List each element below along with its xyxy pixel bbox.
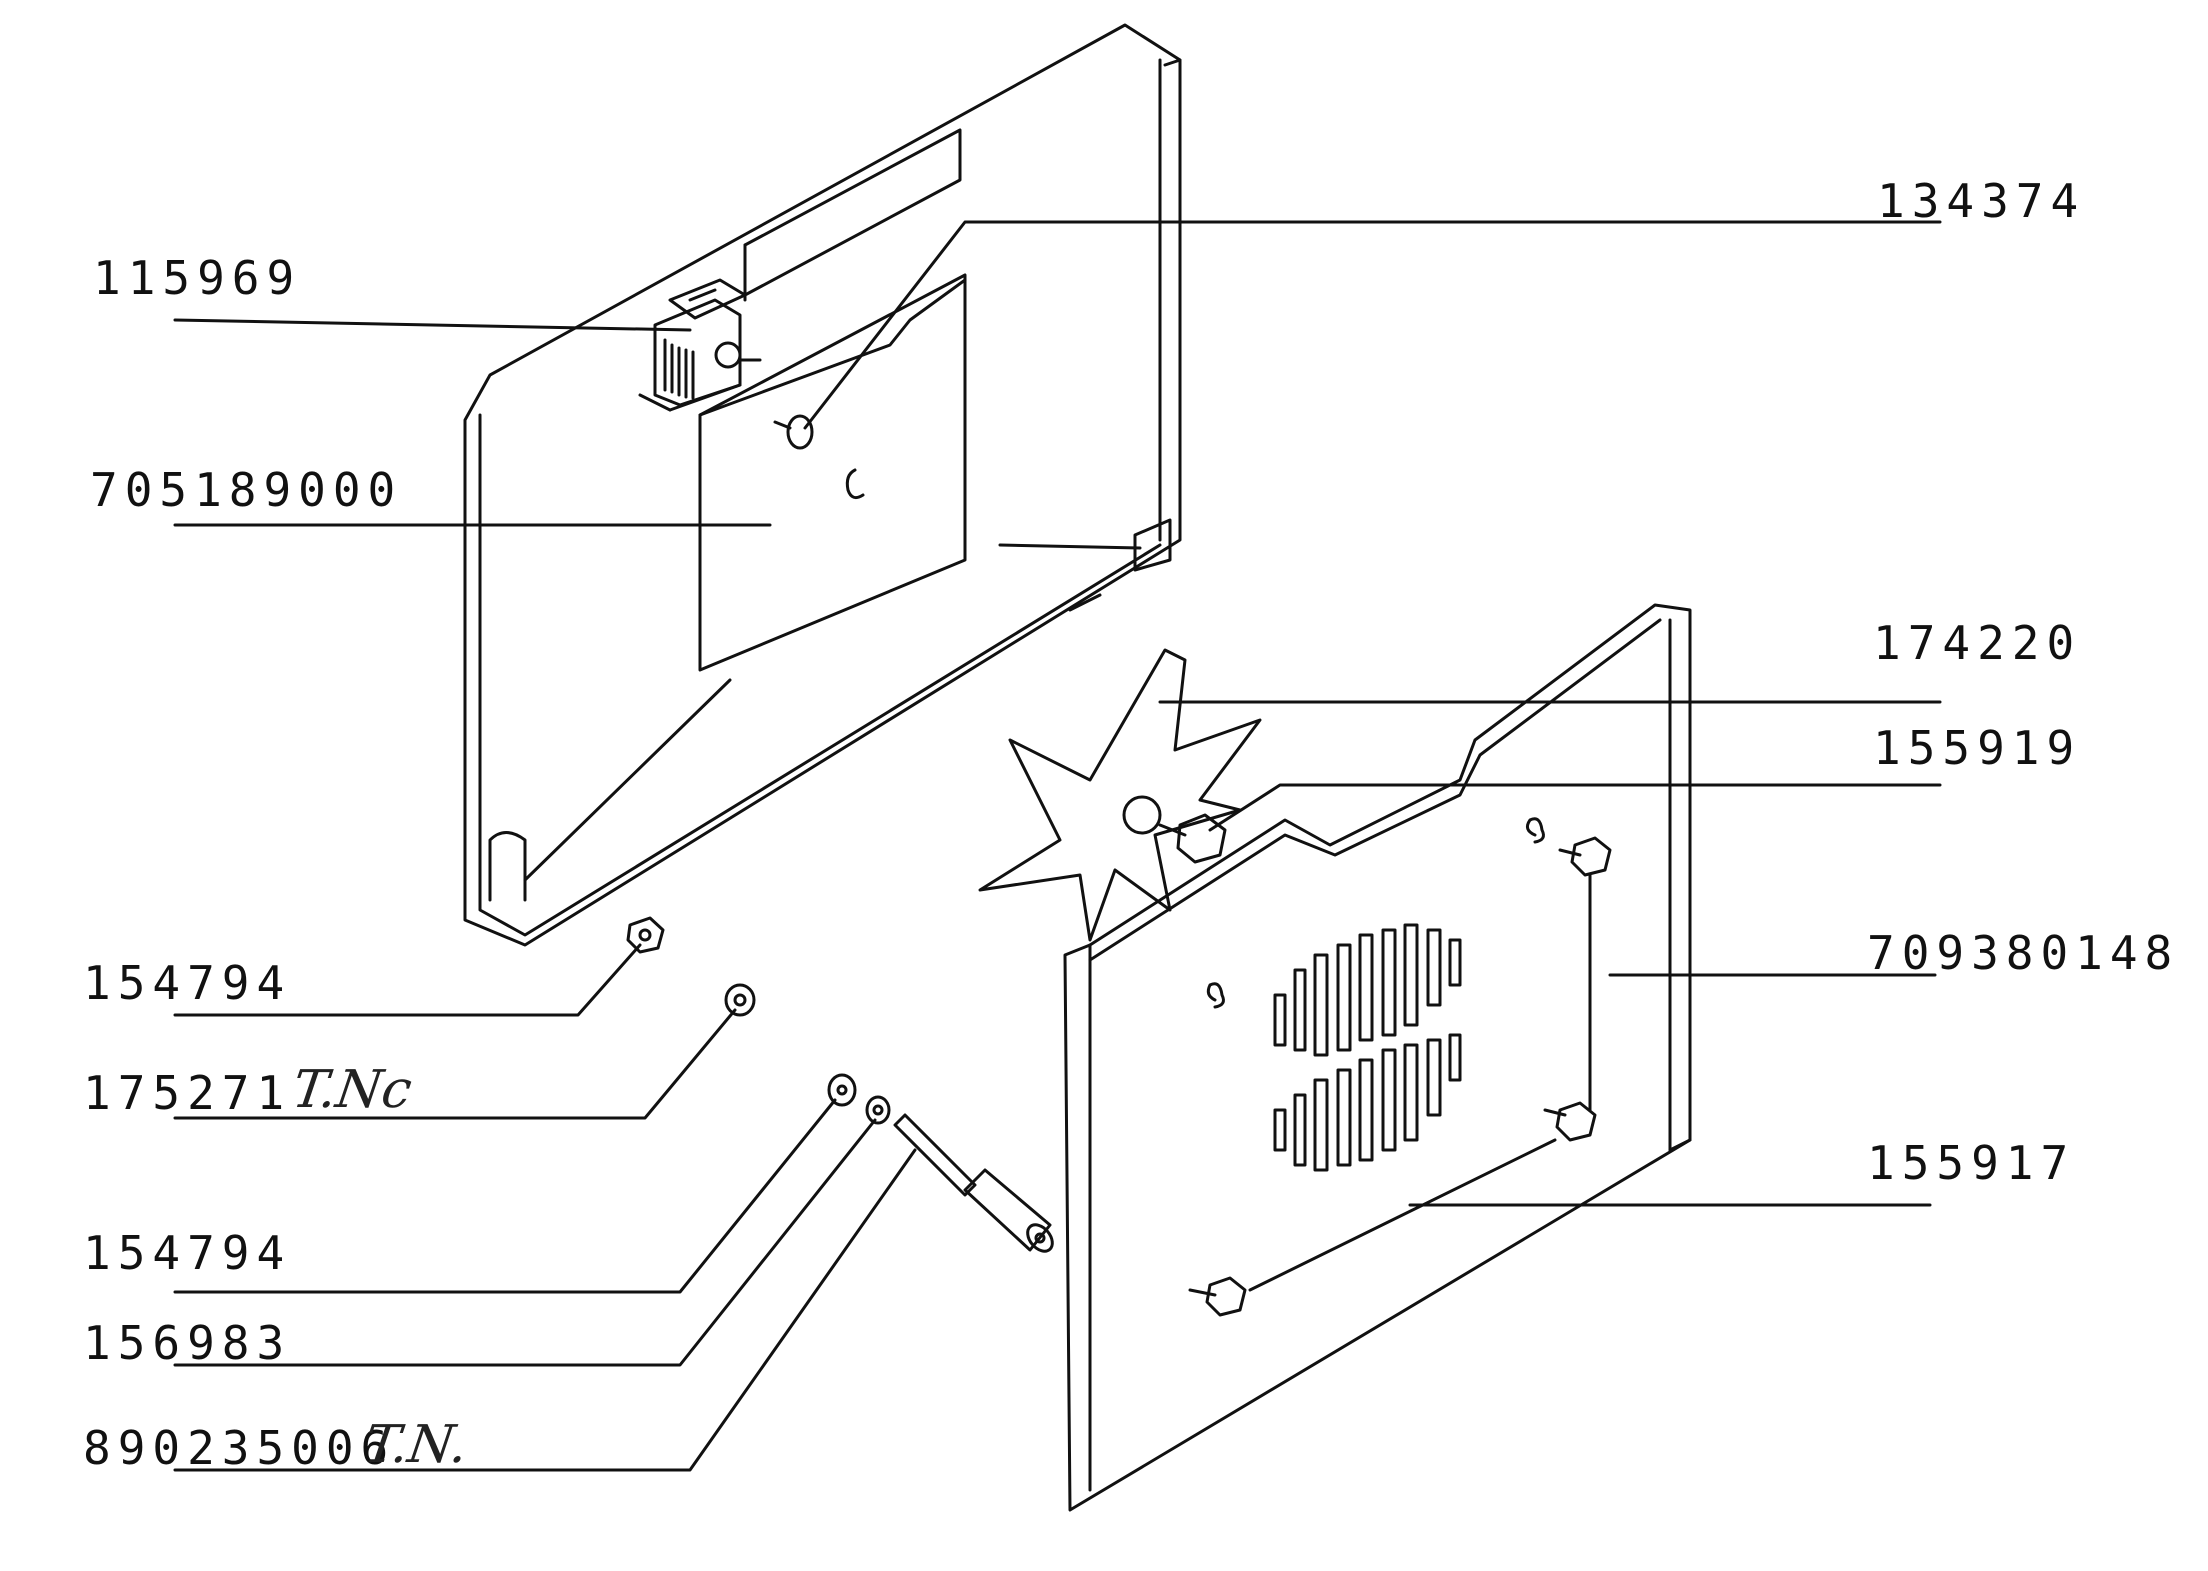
- label-134374: 134374: [1877, 174, 2086, 228]
- fan-motor-drawing: [638, 278, 762, 412]
- label-155917: 155917: [1867, 1136, 2076, 1190]
- vent-slots: [1273, 923, 1462, 1172]
- label-175271: 175271: [83, 1066, 292, 1120]
- handwritten-note-890235006: T.N.: [360, 1415, 472, 1475]
- label-155919: 155919: [1873, 721, 2082, 775]
- label-154794-upper: 154794: [83, 956, 292, 1010]
- label-156983: 156983: [83, 1316, 292, 1370]
- handwritten-note-175271: T.Nc: [288, 1060, 416, 1120]
- fan-cover-drawing: [1063, 603, 1692, 1512]
- small-parts-drawing: [626, 916, 1054, 1253]
- label-890235006: 890235006: [83, 1421, 396, 1475]
- label-709380148: 709380148: [1867, 926, 2180, 980]
- label-174220: 174220: [1873, 616, 2082, 670]
- label-705189000: 705189000: [90, 463, 403, 517]
- label-154794-lower: 154794: [83, 1226, 292, 1280]
- fan-blade-drawing: [978, 648, 1262, 942]
- label-115969: 115969: [93, 251, 302, 305]
- leader-lines: [173, 220, 1942, 1472]
- cover-screws-drawing: [1188, 836, 1612, 1317]
- back-panel-drawing: [463, 23, 1182, 947]
- motor-screw-drawing: [773, 414, 814, 450]
